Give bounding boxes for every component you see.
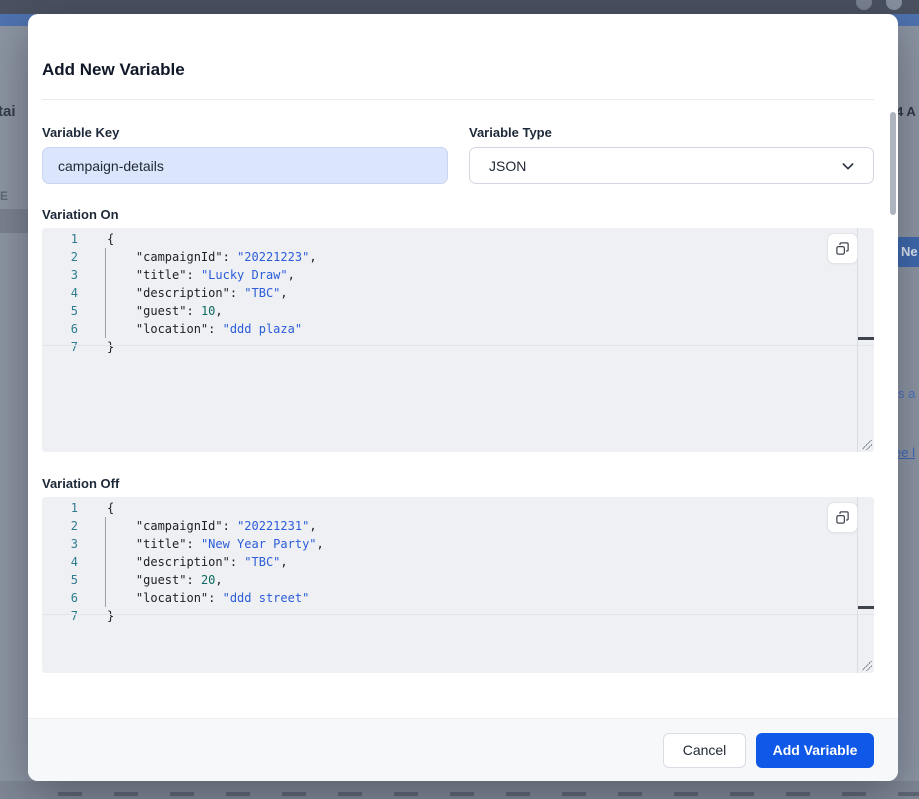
scrollbar-thumb[interactable] [858, 606, 874, 609]
clipped-table-row [58, 792, 919, 796]
code-content[interactable]: { "campaignId": "20221231", "title": "Ne… [105, 501, 324, 623]
code-content[interactable]: { "campaignId": "20221223", "title": "Lu… [105, 232, 317, 354]
clipped-tab-label: tai [0, 103, 16, 120]
divider [42, 345, 874, 346]
divider [42, 614, 874, 615]
copy-icon [836, 242, 849, 255]
resize-grip[interactable] [862, 440, 872, 450]
copy-button[interactable] [827, 502, 858, 533]
overlay-bottom-strip [0, 781, 919, 799]
scrollbar-track [857, 228, 858, 452]
variation-off-label: Variation Off [42, 476, 120, 491]
copy-button[interactable] [827, 233, 858, 264]
copy-icon [836, 511, 849, 524]
avatar [886, 0, 902, 10]
scrollbar-thumb[interactable] [858, 337, 874, 340]
clipped-date-text: 4 A [896, 104, 916, 119]
variable-type-label: Variable Type [469, 125, 552, 140]
scrollbar-track [857, 497, 858, 673]
modal-footer: Cancel Add Variable [28, 718, 898, 781]
clipped-toolbar-band [0, 209, 28, 233]
modal-scrollbar-thumb[interactable] [890, 112, 896, 215]
variation-on-label: Variation On [42, 207, 119, 222]
chevron-down-icon [842, 162, 854, 169]
variable-key-label: Variable Key [42, 125, 120, 140]
modal-title: Add New Variable [42, 60, 185, 79]
cancel-button[interactable]: Cancel [663, 732, 746, 768]
resize-grip[interactable] [862, 661, 872, 671]
add-new-variable-modal: Add New Variable Variable Key Variable T… [28, 14, 898, 781]
clipped-text: E [0, 189, 9, 203]
top-navbar [0, 0, 919, 14]
add-variable-button[interactable]: Add Variable [756, 732, 874, 768]
avatar [856, 0, 872, 10]
variable-type-value: JSON [489, 157, 527, 174]
clipped-link: ee l [894, 445, 915, 460]
variable-key-input[interactable] [42, 147, 448, 184]
divider [42, 99, 874, 100]
clipped-link: s a [898, 386, 916, 401]
variable-type-select[interactable]: JSON [469, 147, 874, 184]
clipped-new-button: Ne [896, 237, 919, 267]
